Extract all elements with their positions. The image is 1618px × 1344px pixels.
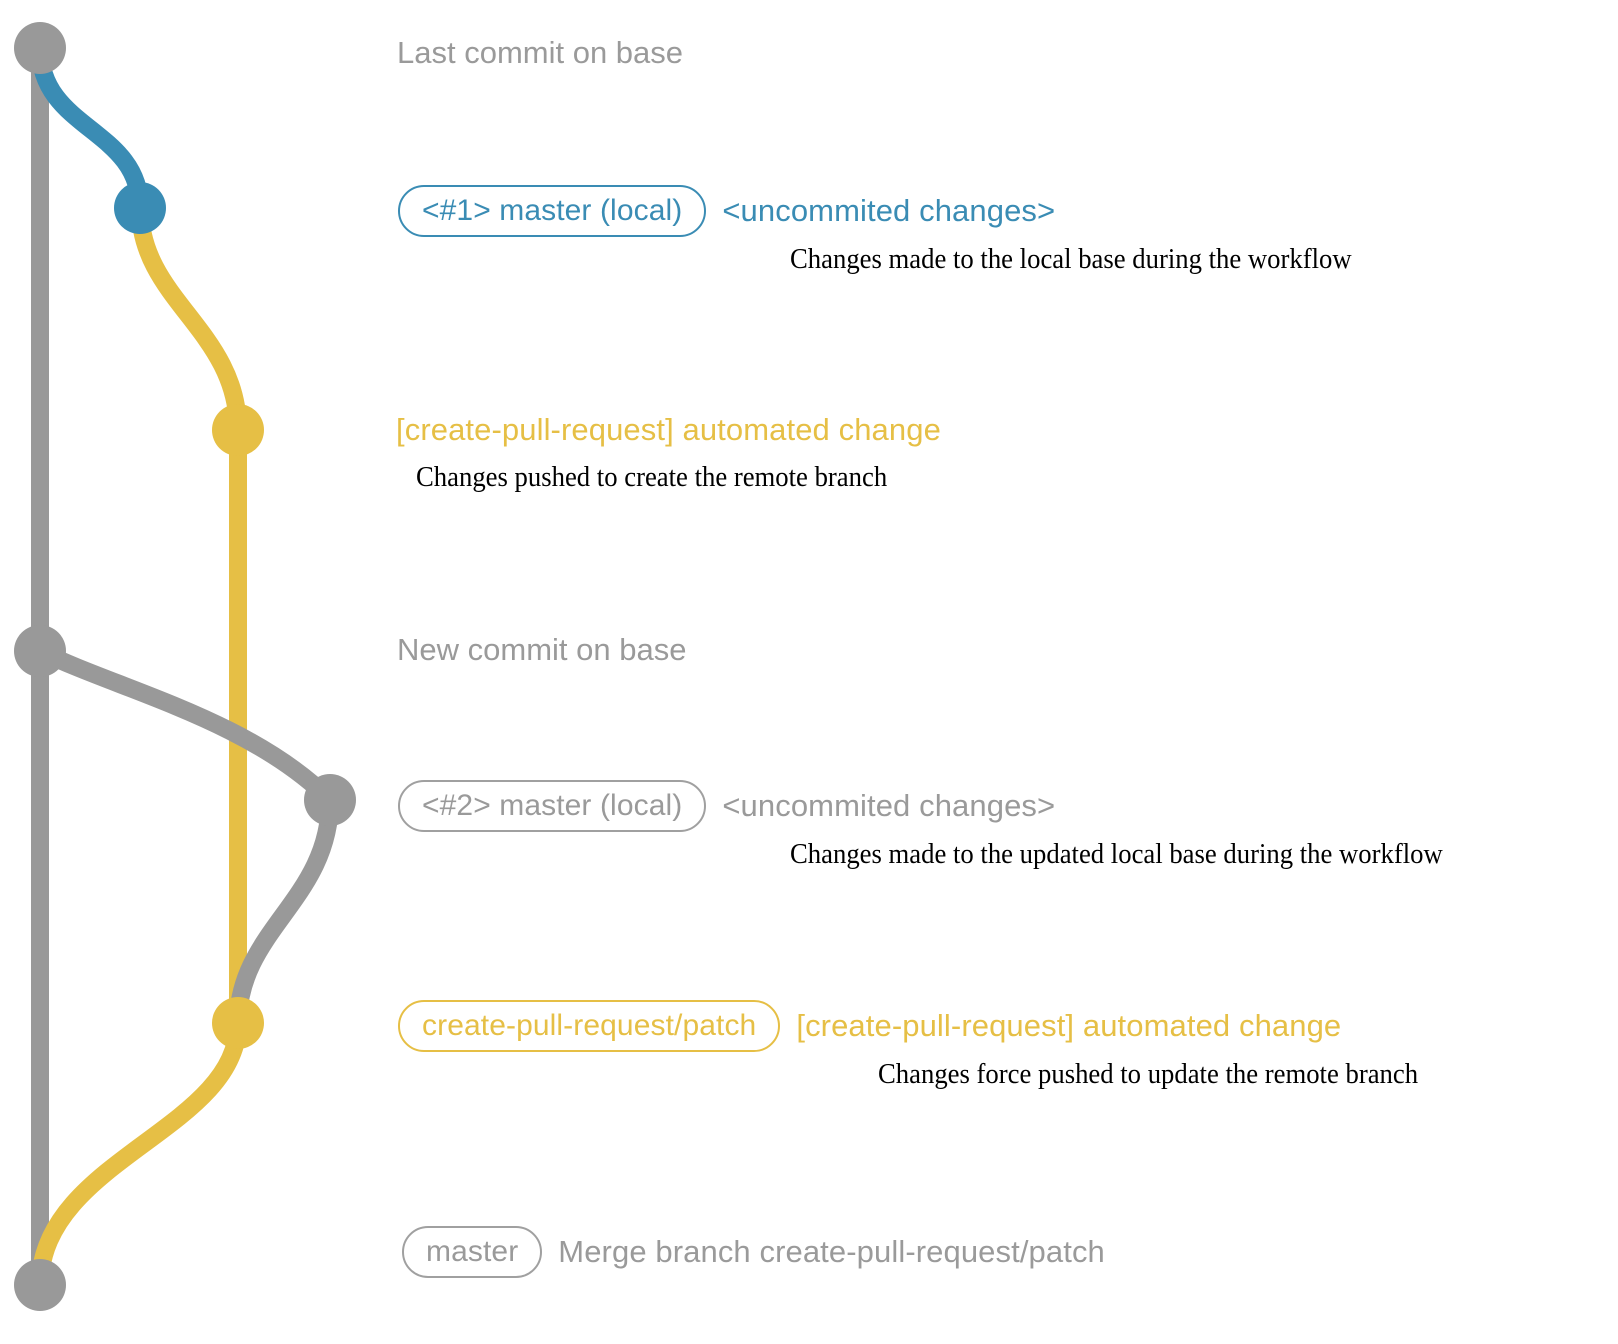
entry-row-3: <#2> master (local) <uncommited changes> [398,780,1055,832]
entry-row-1: <#1> master (local) <uncommited changes> [398,185,1055,237]
commit-node-patch-2[interactable] [212,997,264,1049]
commit-node-local-1[interactable] [114,182,166,234]
commit-node-local-2[interactable] [304,774,356,826]
entry-row-2: [create-pull-request] automated change [396,412,941,448]
commit-node-base-1[interactable] [14,22,66,74]
commit-message-1: <uncommited changes> [722,193,1056,228]
commit-node-patch-1[interactable] [212,404,264,456]
branch-pill-master-local-1[interactable]: <#1> master (local) [398,185,707,237]
edge-patch2-to-base3 [31,1014,247,1294]
commit-message-4: [create-pull-request] automated change [796,1008,1342,1043]
edge-base2-to-local2 [31,642,339,809]
entry-row-5: master Merge branch create-pull-request/… [402,1226,1105,1278]
edge-local1-to-patch1 [131,199,247,439]
commit-message-5: Merge branch create-pull-request/patch [558,1234,1105,1269]
entry-subtext-3: Changes made to the updated local base d… [790,838,1443,870]
entry-subtext-4: Changes force pushed to update the remot… [878,1058,1419,1090]
branch-pill-master[interactable]: master [402,1226,543,1278]
commit-node-base-2[interactable] [14,625,66,677]
commit-message-3: <uncommited changes> [722,788,1056,823]
commit-message-2: [create-pull-request] automated change [396,412,941,447]
edge-base1-to-local1 [31,39,149,217]
branch-pill-create-pull-request-patch[interactable]: create-pull-request/patch [398,1000,781,1052]
edge-local2-to-patch2 [229,791,339,1032]
section-title-last-commit-on-base: Last commit on base [397,35,684,70]
branch-pill-master-local-2[interactable]: <#2> master (local) [398,780,707,832]
entry-row-4: create-pull-request/patch [create-pull-r… [398,1000,1341,1052]
section-title-new-commit-on-base: New commit on base [397,632,687,667]
entry-subtext-2: Changes pushed to create the remote bran… [416,461,888,493]
entry-subtext-1: Changes made to the local base during th… [790,243,1352,275]
commit-node-base-3[interactable] [14,1259,66,1311]
